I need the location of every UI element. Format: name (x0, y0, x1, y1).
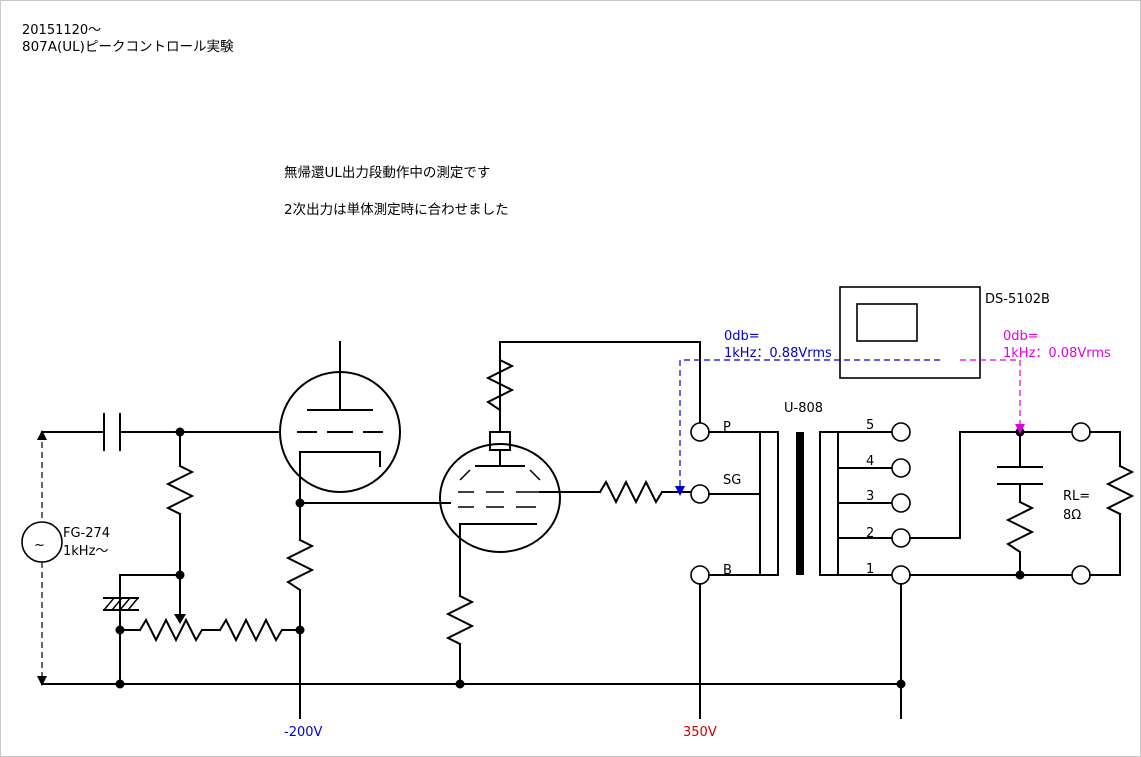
generator-frequency: 1kHz～ (63, 544, 108, 559)
output-hot-wire (909, 431, 1073, 539)
oscilloscope-name: DS-5102B (985, 292, 1050, 307)
plate-resistor (485, 358, 515, 412)
probe-out-line (960, 359, 1021, 426)
terminal-tap-3[interactable] (891, 493, 911, 513)
tap-label-1: 1 (866, 562, 874, 577)
potentiometer (138, 617, 204, 643)
shape (37, 676, 47, 686)
terminal-tap-1[interactable] (891, 565, 911, 585)
tap-label-4: 4 (866, 454, 874, 469)
line (127, 597, 139, 611)
transformer-secondary: 5 4 3 2 1 RL= 8Ω (819, 418, 1135, 719)
input-section: ~ FG-274 1kHz～ (21, 413, 305, 686)
top-cap-plate (489, 431, 511, 451)
terminal-p[interactable] (690, 422, 710, 442)
tap-label-2: 2 (866, 526, 874, 541)
terminal-b[interactable] (690, 565, 710, 585)
bias-resistor (218, 617, 284, 643)
measure-sg-line2: 1kHz：0.88Vrms (724, 346, 832, 361)
pentode-cathode (459, 523, 537, 541)
load-resistor (1105, 464, 1135, 516)
screen-resistor (598, 479, 664, 505)
load-label-line2: 8Ω (1063, 508, 1081, 523)
probe-out-arrow (1015, 424, 1025, 434)
transformer-primary: P SG B 350V (683, 420, 779, 740)
tap-label-5: 5 (866, 418, 874, 433)
terminal-tap-4[interactable] (891, 458, 911, 478)
grid-resistor (165, 464, 195, 516)
positive-supply-label: 350V (683, 725, 717, 740)
negative-supply-label: -200V (284, 725, 323, 740)
line (111, 597, 123, 611)
measure-sg-line1: 0db= (724, 329, 760, 344)
note-line-1: 無帰還UL出力段動作中の測定です (284, 164, 490, 181)
signal-generator-symbol (21, 521, 63, 563)
terminal-tap-5[interactable] (891, 422, 911, 442)
wire (1089, 431, 1121, 467)
junction-dot (115, 679, 125, 689)
line (119, 597, 131, 611)
zobel-resistor (1005, 500, 1035, 554)
line (529, 469, 541, 481)
shape (37, 430, 47, 440)
label-p: P (723, 420, 731, 435)
tap-label-3: 3 (866, 489, 874, 504)
line (459, 469, 471, 481)
header-date: 20151120～ (22, 23, 101, 38)
measure-out-line1: 0db= (1003, 329, 1039, 344)
label-b: B (723, 563, 732, 578)
oscilloscope-screen (856, 303, 918, 342)
triode-cathode (299, 451, 381, 467)
probe-sg-line (679, 359, 940, 488)
pentode-envelope (439, 443, 561, 553)
driver-tube: -200V (279, 341, 401, 740)
probe-sg-arrow (675, 486, 685, 496)
terminal-tap-2[interactable] (891, 528, 911, 548)
junction-dot (455, 679, 465, 689)
label-sg: SG (723, 473, 741, 488)
oscilloscope: DS-5102B (839, 286, 1050, 379)
measure-out-line2: 1kHz：0.08Vrms (1003, 346, 1111, 361)
output-terminal-hot[interactable] (1071, 422, 1091, 442)
terminal-sg[interactable] (690, 484, 710, 504)
output-cathode-resistor (445, 594, 475, 646)
line (103, 597, 115, 611)
output-tube-807 (439, 341, 701, 685)
wire (1089, 513, 1121, 576)
note-line-2: 2次出力は単体測定時に合わせました (284, 202, 509, 218)
potentiometer-wiper-arrow (174, 614, 186, 624)
transformer-core (796, 432, 804, 575)
output-terminal-return[interactable] (1071, 565, 1091, 585)
load-label-line1: RL= (1063, 489, 1090, 504)
header-title: 807A(UL)ピークコントロール実験 (22, 39, 234, 55)
cathode-resistor (285, 538, 315, 592)
plate-wire (499, 341, 701, 433)
sine-icon: ~ (34, 538, 45, 553)
transformer-name: U-808 (784, 401, 823, 416)
generator-name: FG-274 (63, 526, 110, 541)
